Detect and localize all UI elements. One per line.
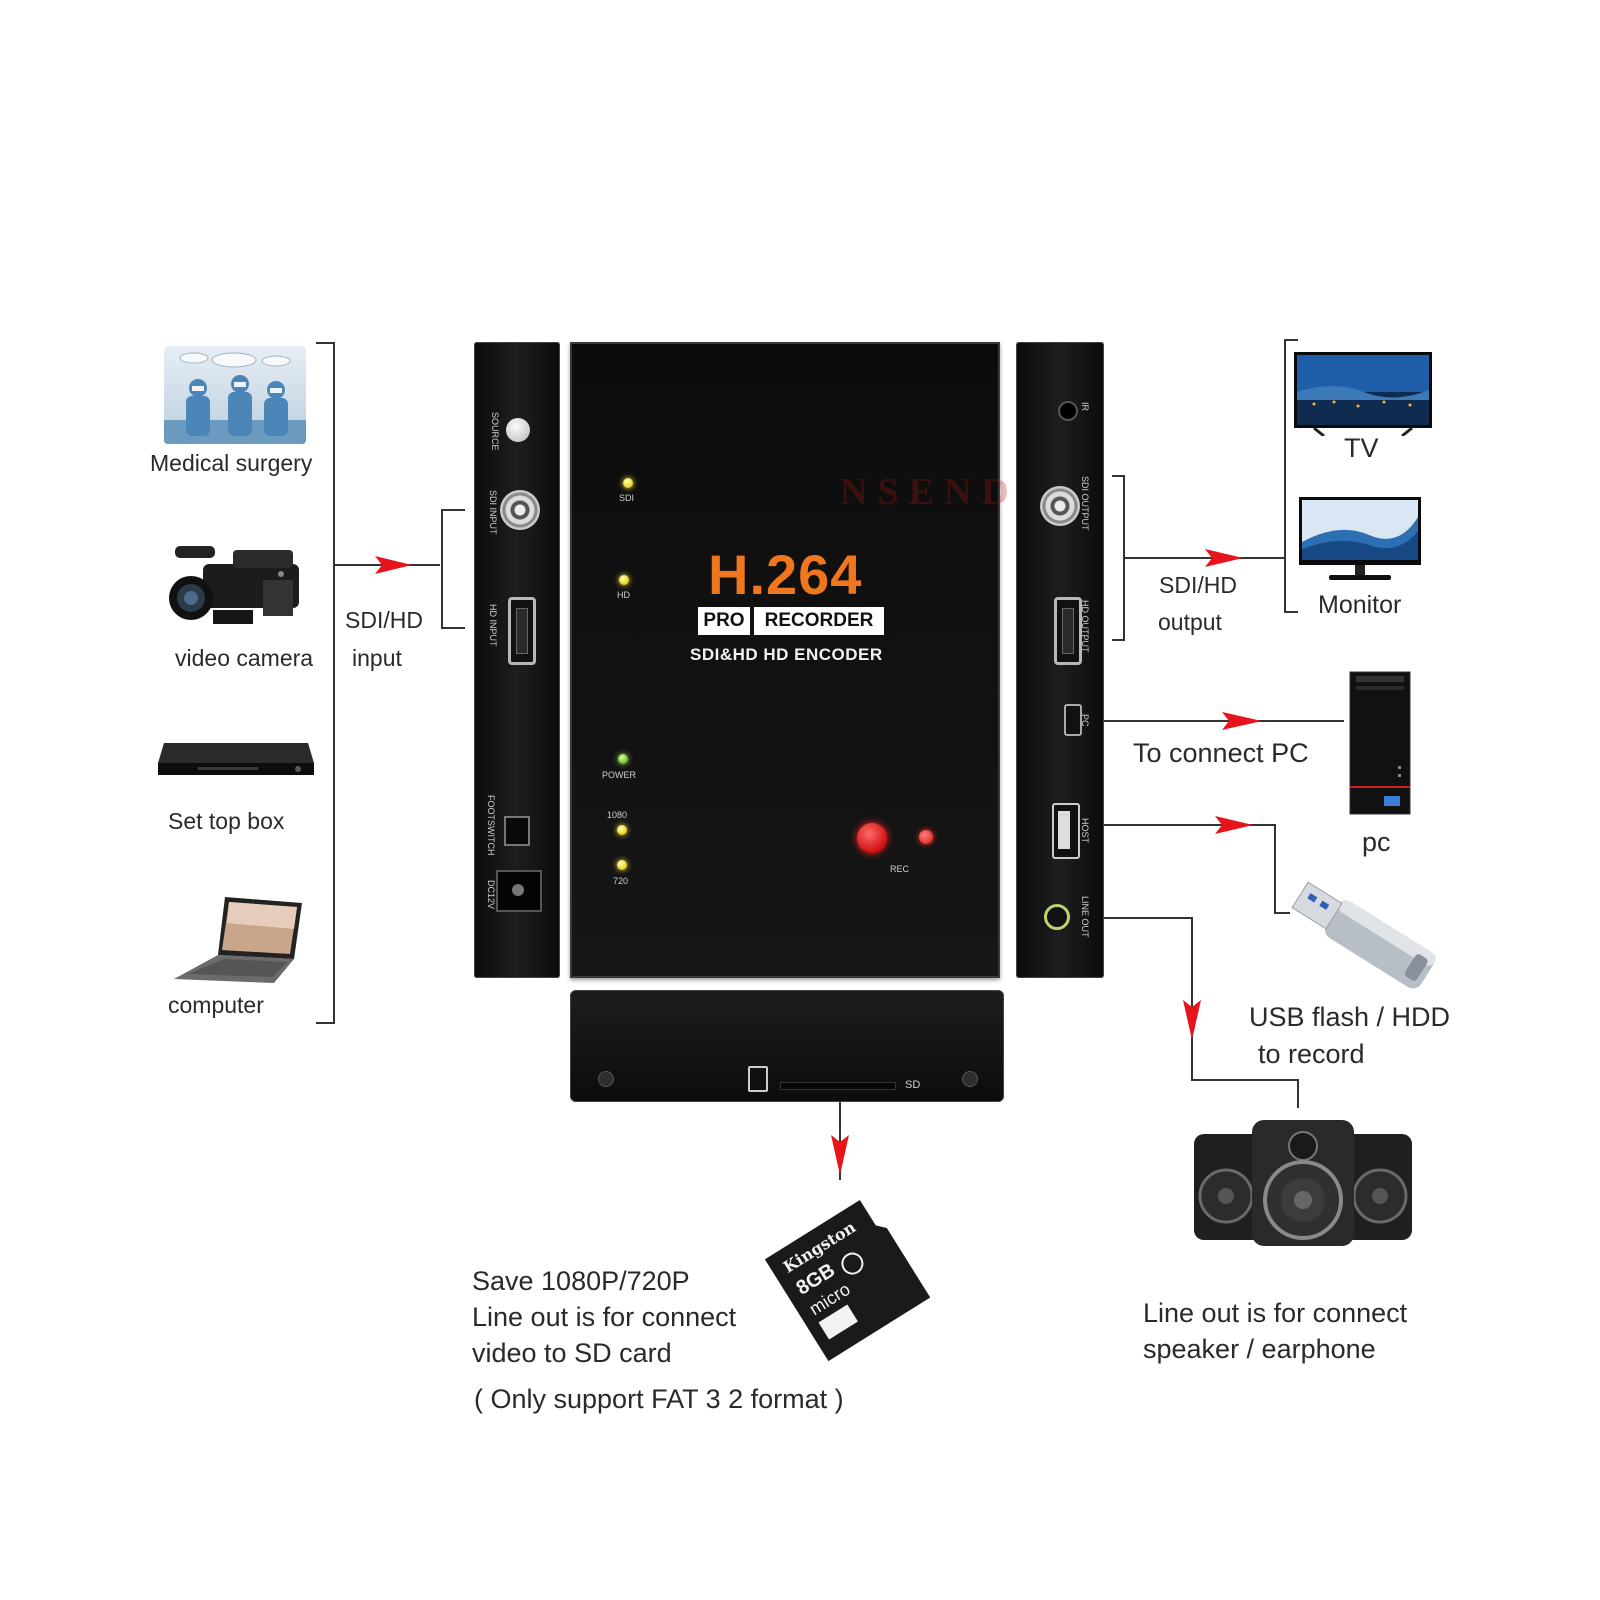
hd-output-port[interactable] — [1054, 597, 1082, 665]
usb-flash-drive-icon — [1286, 878, 1456, 998]
source-label-medical: Medical surgery — [150, 450, 313, 476]
source-label-computer: computer — [168, 992, 264, 1018]
output-tv-label: TV — [1344, 433, 1379, 463]
pc-port[interactable] — [1064, 704, 1082, 736]
source-label-camera: video camera — [175, 645, 314, 671]
micro-sd-card-icon: Kingston 8GB micro — [750, 1190, 940, 1370]
source-button[interactable] — [506, 418, 530, 442]
led-hd — [619, 575, 629, 585]
left-port-footswitch-label: FOOTSWITCH — [486, 795, 496, 856]
usb-label-line1: USB flash / HDD — [1249, 1002, 1451, 1032]
pc-label: pc — [1362, 827, 1391, 857]
output-monitor-label: Monitor — [1318, 591, 1402, 619]
source-bracket — [316, 342, 335, 1024]
red-arrows — [375, 549, 1262, 1175]
hd-input-port[interactable] — [508, 597, 536, 665]
monitor-icon — [1299, 497, 1423, 583]
led-sdi-label: SDI — [619, 493, 635, 503]
sd-text-line2: Line out is for connect — [472, 1302, 737, 1332]
line-out-port[interactable] — [1044, 904, 1070, 930]
sd-text-line4: ( Only support FAT 3 2 format ) — [474, 1384, 844, 1414]
output-label-line1: SDI/HD — [1159, 572, 1237, 598]
led-hd-label: HD — [617, 590, 630, 600]
right-port-hd-output-label: HD OUTPUT — [1080, 600, 1090, 653]
led-sdi — [623, 478, 633, 488]
led-power — [618, 754, 628, 764]
usb-label-line2: to record — [1258, 1039, 1365, 1069]
left-port-dc12v-label: DC12V — [486, 880, 496, 910]
display-bracket — [1284, 339, 1298, 613]
footswitch-port[interactable] — [504, 816, 530, 846]
input-label-line2: input — [352, 645, 402, 671]
set-top-box-icon — [158, 733, 316, 781]
ir-port[interactable] — [1058, 401, 1078, 421]
host-usb-port[interactable] — [1052, 803, 1080, 859]
led-1080 — [617, 825, 627, 835]
sd-text-line1: Save 1080P/720P — [472, 1266, 690, 1296]
medical-surgery-image — [164, 346, 306, 444]
encoder-device-face — [570, 342, 1000, 978]
right-port-pc-label: PC — [1080, 714, 1090, 727]
left-port-sdi-input-label: SDI INPUT — [488, 490, 498, 535]
sd-card-slot[interactable] — [780, 1082, 896, 1090]
rec-led — [919, 830, 933, 844]
output-bracket — [1112, 475, 1125, 641]
connect-pc-label: To connect PC — [1133, 738, 1309, 768]
sd-slot-label: SD — [905, 1079, 921, 1091]
device-subtitle: SDI&HD HD ENCODER — [690, 645, 883, 664]
tv-icon — [1294, 352, 1434, 438]
source-label-settopbox: Set top box — [168, 808, 285, 834]
laptop-icon — [170, 893, 310, 987]
led-power-label: POWER — [602, 770, 637, 780]
led-720 — [617, 860, 627, 870]
output-label-line2: output — [1158, 609, 1222, 635]
badge-recorder: RECORDER — [754, 607, 884, 635]
led-1080-label: 1080 — [607, 810, 628, 820]
speaker-label-line2: speaker / earphone — [1143, 1334, 1376, 1364]
sdi-output-port[interactable] — [1040, 486, 1080, 526]
sd-text-line3: video to SD card — [472, 1338, 672, 1368]
speakers-icon — [1190, 1114, 1416, 1250]
right-port-ir-label: IR — [1080, 402, 1090, 411]
led-720-label: 720 — [613, 876, 629, 886]
left-port-hd-input-label: HD INPUT — [488, 604, 498, 647]
input-bracket — [441, 509, 465, 629]
video-camera-icon — [163, 540, 313, 632]
left-port-source-label: SOURCE — [490, 412, 500, 451]
sd-card-slot-icon — [748, 1066, 768, 1092]
screw-left-icon — [598, 1071, 614, 1087]
right-port-sdi-output-label: SDI OUTPUT — [1080, 476, 1090, 531]
right-port-line-out-label: LINE OUT — [1080, 896, 1090, 938]
rec-button[interactable] — [857, 823, 887, 853]
device-title: H.264 — [708, 543, 863, 606]
brand-watermark: NSENDS — [840, 471, 1050, 513]
pc-tower-icon — [1348, 670, 1412, 816]
speaker-label-line1: Line out is for connect — [1143, 1298, 1408, 1328]
right-port-host-label: HOST — [1080, 818, 1090, 844]
input-label-line1: SDI/HD — [345, 607, 423, 633]
badge-pro: PRO — [698, 607, 750, 635]
screw-right-icon — [962, 1071, 978, 1087]
sdi-input-port[interactable] — [500, 490, 540, 530]
dc12v-port[interactable] — [496, 870, 542, 912]
rec-label: REC — [890, 864, 910, 874]
